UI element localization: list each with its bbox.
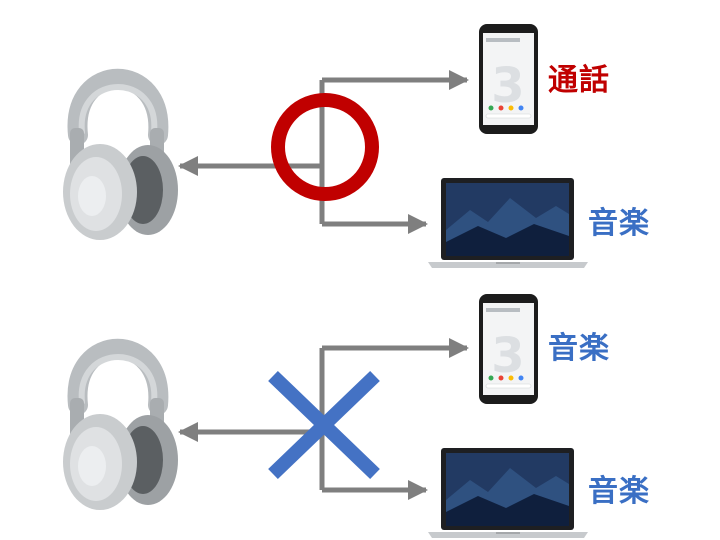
bottom-laptop-label: 音楽 (588, 474, 650, 509)
bottom-phone-label: 音楽 (548, 331, 610, 366)
ok-circle-mark (271, 93, 379, 201)
laptop-icon (428, 178, 588, 268)
headphones-icon (63, 79, 178, 240)
headphones-icon (63, 349, 178, 510)
smartphone-icon (478, 23, 539, 135)
top-laptop-label: 音楽 (588, 206, 650, 241)
laptop-icon (428, 448, 588, 538)
top-phone-label: 通話 (548, 63, 610, 98)
smartphone-icon (478, 293, 539, 405)
ng-cross-mark (268, 370, 380, 480)
